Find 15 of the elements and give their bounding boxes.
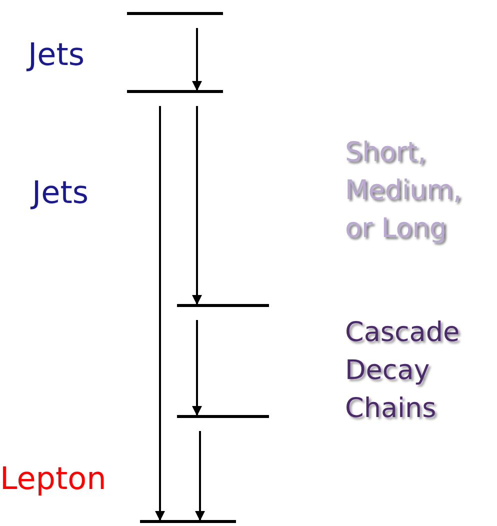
arrow (155, 106, 165, 521)
energy-level-bar (177, 304, 269, 307)
energy-level-bar (177, 415, 269, 418)
arrow (192, 106, 202, 305)
jets-label: Jets (28, 36, 86, 75)
arrow (192, 28, 202, 91)
jets-label: Jets (32, 174, 90, 213)
arrow (192, 320, 202, 416)
lepton-label: Lepton (0, 460, 108, 499)
decay-chain-label: Cascade Decay Chains (345, 316, 461, 426)
energy-level-bar (140, 520, 236, 523)
energy-level-bar (127, 90, 223, 93)
arrow (195, 431, 205, 521)
energy-level-bar (127, 12, 223, 15)
duration-label: Short, Medium, or Long (345, 136, 463, 246)
